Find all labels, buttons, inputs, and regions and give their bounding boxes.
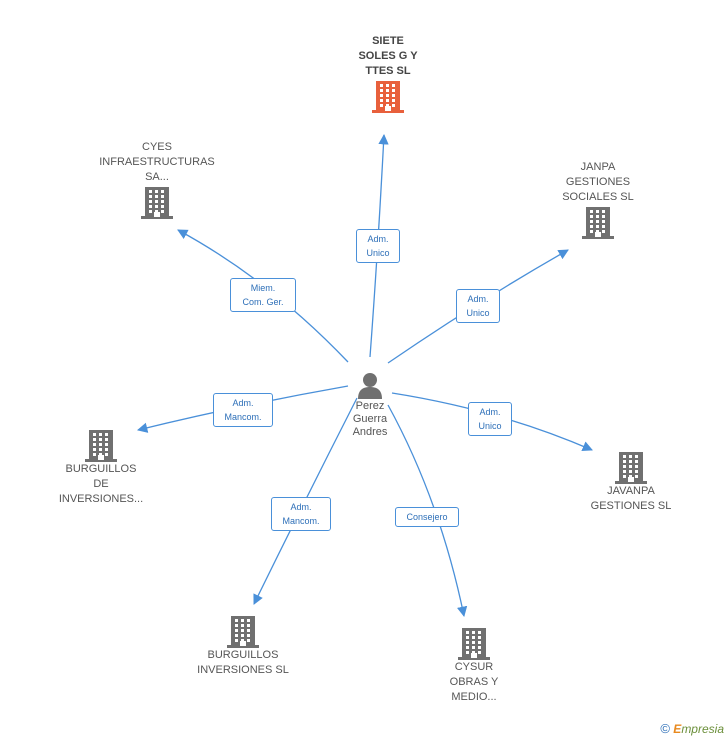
company-label: BURGUILLOS DE INVERSIONES... [58, 463, 144, 505]
brand-initial: E [673, 722, 682, 736]
company-node-burguillos-de-inversiones[interactable]: BURGUILLOS DE INVERSIONES... [46, 428, 156, 507]
relation-label-burguillos-inversiones: Adm. Mancom. [271, 497, 331, 531]
company-label: JAVANPA GESTIONES SL [590, 485, 672, 512]
person-icon [358, 373, 382, 399]
relation-label-cysur: Consejero [395, 507, 459, 527]
company-label: BURGUILLOS INVERSIONES SL [197, 649, 289, 676]
relation-label-janpa: Adm. Unico [456, 289, 500, 323]
company-label: SIETE SOLES G Y TTES SL [358, 35, 418, 77]
building-icon [227, 616, 259, 648]
building-icon [372, 81, 404, 113]
relation-label-siete: Adm. Unico [356, 229, 400, 263]
brand-watermark: © Empresia [660, 721, 724, 736]
company-label: CYES INFRAESTRUCTURAS SA... [99, 141, 215, 183]
building-icon [458, 628, 490, 660]
company-node-javanpa[interactable]: JAVANPA GESTIONES SL [576, 450, 686, 514]
edge-cysur [387, 404, 468, 618]
building-icon [615, 452, 647, 484]
company-node-siete-soles[interactable]: SIETE SOLES G Y TTES SL [338, 34, 438, 113]
company-node-cysur[interactable]: CYSUR OBRAS Y MEDIO... [422, 626, 526, 705]
person-name: Perez Guerra Andres [352, 400, 388, 438]
relation-label-burguillos-de: Adm. Mancom. [213, 393, 273, 427]
copyright-symbol: © [660, 721, 670, 736]
building-icon [85, 430, 117, 462]
company-node-cyes[interactable]: CYES INFRAESTRUCTURAS SA... [92, 140, 222, 219]
relation-label-javanpa: Adm. Unico [468, 402, 512, 436]
brand-name: mpresia [681, 722, 724, 736]
building-icon [582, 207, 614, 239]
company-label: CYSUR OBRAS Y MEDIO... [449, 661, 499, 703]
relation-label-cyes: Miem. Com. Ger. [230, 278, 296, 312]
company-label: JANPA GESTIONES SOCIALES SL [562, 161, 634, 203]
company-node-burguillos-inversiones[interactable]: BURGUILLOS INVERSIONES SL [188, 614, 298, 678]
company-node-janpa[interactable]: JANPA GESTIONES SOCIALES SL [548, 160, 648, 239]
person-node[interactable]: Perez Guerra Andres [330, 370, 410, 439]
building-icon [141, 187, 173, 219]
